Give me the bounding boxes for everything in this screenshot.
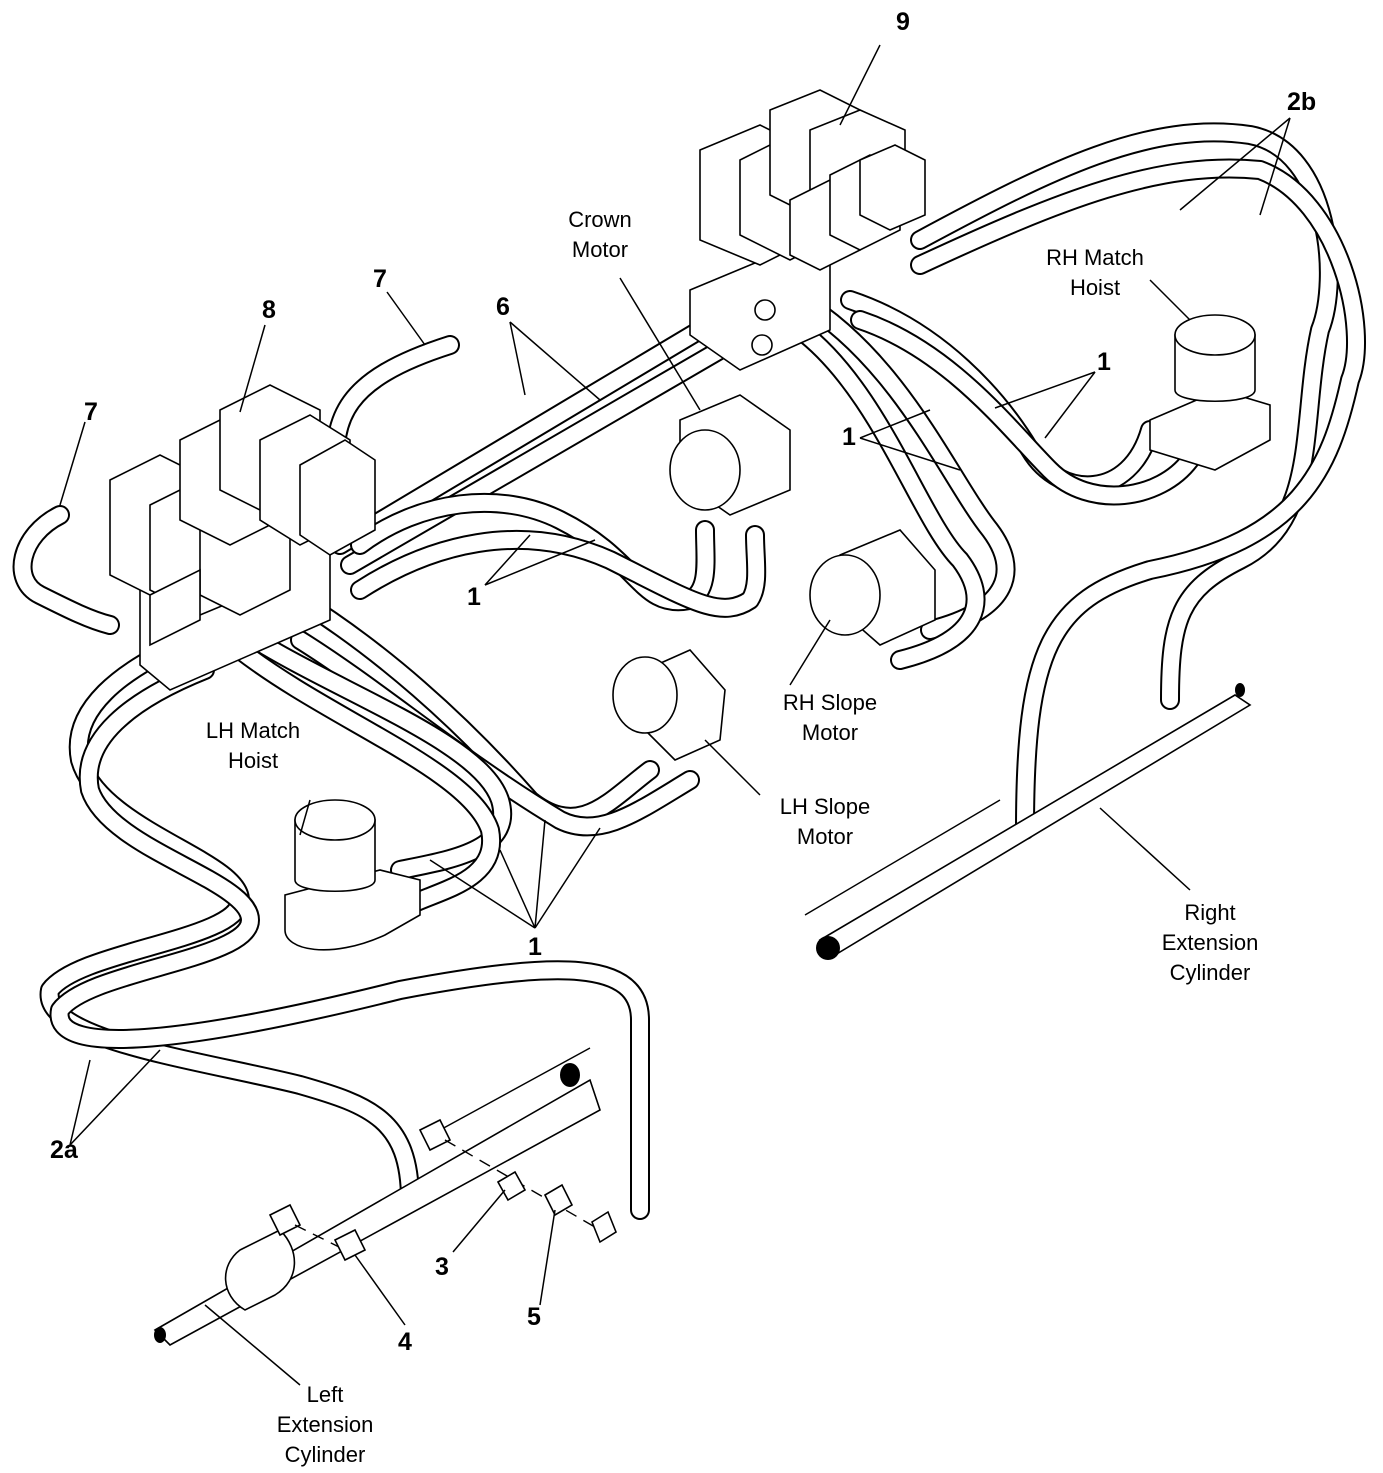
fittings	[268, 1118, 617, 1262]
callout-2b: 2b	[1287, 88, 1317, 116]
callout-2a: 2a	[50, 1136, 78, 1164]
callout-9: 9	[896, 8, 910, 36]
lh-match-hoist-body	[284, 799, 421, 951]
callout-1-right-top: 1	[1097, 348, 1111, 376]
callout-5: 5	[527, 1303, 541, 1331]
callout-6: 6	[496, 293, 510, 321]
crown-motor-body	[669, 394, 791, 516]
valve-bank-9	[689, 89, 926, 371]
callout-1-right-mid: 1	[842, 423, 856, 451]
callout-7-left: 7	[84, 398, 98, 426]
callout-1-bottom: 1	[528, 933, 542, 961]
rh-slope-motor-body	[809, 529, 936, 646]
callout-1-center: 1	[467, 583, 481, 611]
callout-7-upper: 7	[373, 265, 387, 293]
callout-3: 3	[435, 1253, 449, 1281]
valve-bank-8	[109, 384, 376, 691]
rh-match-hoist-body	[1149, 314, 1271, 471]
leader-lines	[59, 44, 1291, 1386]
right-extension-cylinder-body	[804, 683, 1252, 960]
lh-slope-motor-body	[612, 649, 726, 761]
left-extension-cylinder-body	[153, 1047, 601, 1346]
callout-4: 4	[398, 1328, 412, 1356]
callout-8: 8	[262, 296, 276, 324]
